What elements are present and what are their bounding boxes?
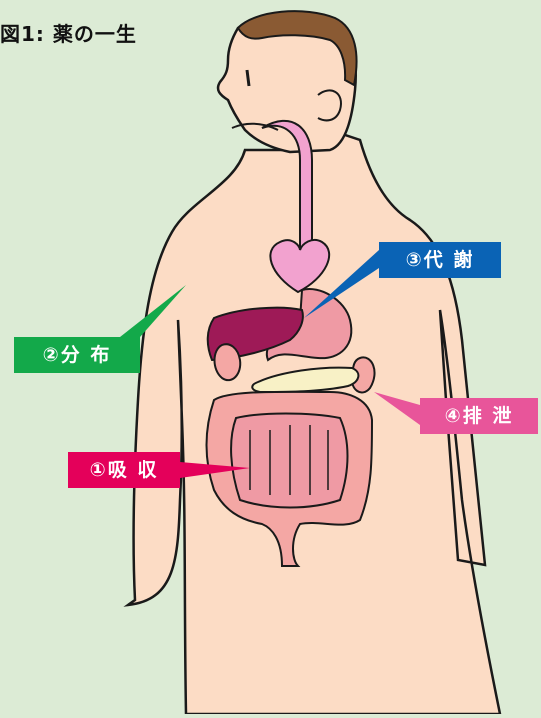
- label-distribution: ②分 布: [14, 337, 140, 373]
- label-absorption: ①吸 収: [68, 452, 180, 488]
- figure-title: 図1: 薬の一生: [0, 18, 137, 47]
- kidney-left: [215, 344, 241, 380]
- ear: [318, 90, 341, 120]
- eye: [247, 70, 249, 86]
- label-excretion: ④排 泄: [420, 398, 538, 434]
- label-metabolism: ③代 謝: [379, 242, 501, 278]
